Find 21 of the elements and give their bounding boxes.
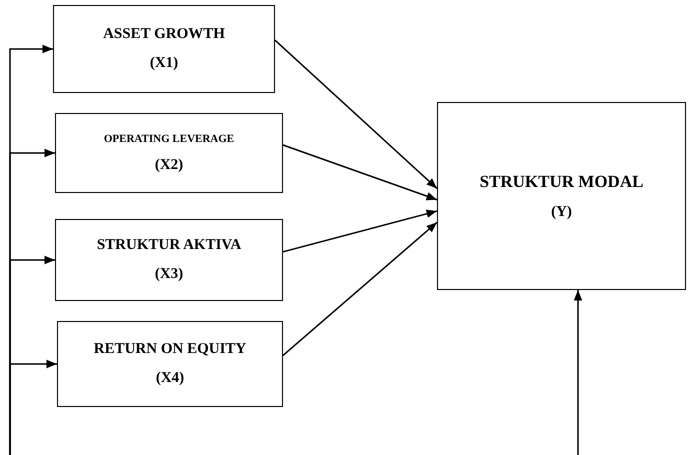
variable-box [55,113,283,193]
variable-name: STRUKTUR AKTIVA [96,237,242,254]
variable-code: (X1) [150,55,178,72]
variable-name: STRUKTUR MODAL [480,172,644,192]
arrow [574,290,582,455]
variable-code: (X4) [156,370,184,387]
arrow [282,222,438,356]
arrow [282,210,438,253]
variable-box [53,5,275,93]
variable-code: (X2) [154,156,184,174]
variable-box [437,102,686,290]
variable-name: OPERATING LEVERAGE [104,132,234,144]
arrow [9,360,57,455]
arrow [282,144,438,200]
variable-code: (X3) [154,266,184,283]
variable-box [57,321,283,407]
variable-box [55,219,283,301]
arrow [274,40,438,190]
variable-name: ASSET GROWTH [103,26,225,43]
variable-code: (Y) [551,204,572,220]
variable-name: RETURN ON EQUITY [94,341,246,358]
